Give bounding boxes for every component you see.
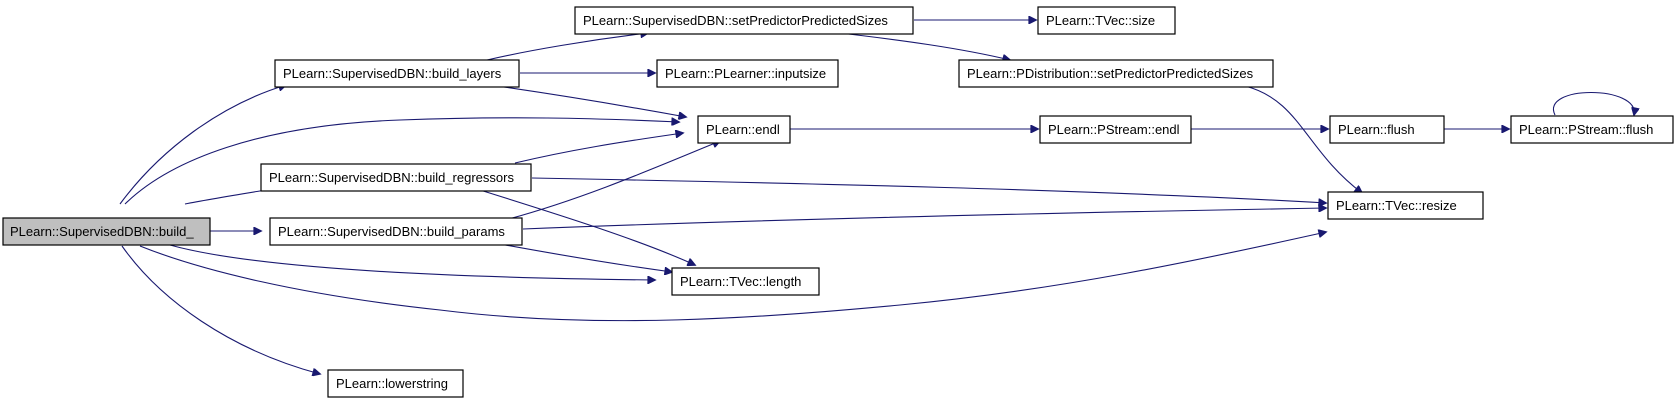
edge-pstream_flush-self-loop bbox=[1552, 92, 1634, 116]
edge-build_layers-to-endl bbox=[489, 84, 686, 117]
edge-build_-to-endl bbox=[124, 117, 679, 205]
edge-build_params-to-resize bbox=[522, 208, 1326, 230]
edge-build_regressors-to-endl bbox=[514, 133, 683, 164]
edge-build_regressors-to-resize bbox=[531, 177, 1326, 203]
node-build_layers[interactable]: PLearn::SupervisedDBN::build_layers bbox=[274, 59, 520, 88]
node-label: PLearn::SupervisedDBN::build_layers bbox=[283, 66, 502, 81]
node-label: PLearn::lowerstring bbox=[336, 376, 448, 391]
edge-build_layers-to-setPPS_dbn bbox=[486, 33, 648, 61]
node-resize[interactable]: PLearn::TVec::resize bbox=[1327, 191, 1484, 220]
node-pstream_endl[interactable]: PLearn::PStream::endl bbox=[1039, 115, 1192, 144]
node-label: PLearn::PStream::flush bbox=[1519, 122, 1653, 137]
node-tvec_size[interactable]: PLearn::TVec::size bbox=[1037, 6, 1176, 35]
edge-build_params-to-endl bbox=[504, 141, 720, 221]
node-pstream_flush[interactable]: PLearn::PStream::flush bbox=[1510, 115, 1674, 144]
node-length[interactable]: PLearn::TVec::length bbox=[671, 267, 820, 296]
edges-layer bbox=[119, 20, 1634, 374]
node-build_regressors[interactable]: PLearn::SupervisedDBN::build_regressors bbox=[260, 163, 532, 192]
node-lowerstring[interactable]: PLearn::lowerstring bbox=[327, 369, 464, 398]
node-setPPS_dbn[interactable]: PLearn::SupervisedDBN::setPredictorPredi… bbox=[574, 6, 914, 35]
edge-setPPS_dbn-to-setPPS_pdist bbox=[839, 32, 1010, 60]
node-label: PLearn::TVec::size bbox=[1046, 13, 1155, 28]
node-build_params[interactable]: PLearn::SupervisedDBN::build_params bbox=[269, 217, 523, 246]
edge-build_regressors-to-length bbox=[479, 189, 695, 265]
node-label: PLearn::SupervisedDBN::build_regressors bbox=[269, 170, 514, 185]
node-label: PLearn::PStream::endl bbox=[1048, 122, 1180, 137]
edge-build_-to-resize bbox=[139, 232, 1326, 322]
node-label: PLearn::SupervisedDBN::setPredictorPredi… bbox=[583, 13, 888, 28]
node-endl[interactable]: PLearn::endl bbox=[697, 115, 791, 144]
node-label: PLearn::PDistribution::setPredictorPredi… bbox=[967, 66, 1254, 81]
node-label: PLearn::TVec::length bbox=[680, 274, 801, 289]
node-build_[interactable]: PLearn::SupervisedDBN::build_ bbox=[2, 217, 211, 246]
node-label: PLearn::endl bbox=[706, 122, 780, 137]
edge-build_-to-lowerstring bbox=[121, 245, 320, 374]
edge-build_params-to-length bbox=[499, 243, 672, 272]
node-flush[interactable]: PLearn::flush bbox=[1329, 115, 1445, 144]
edge-build_-to-length bbox=[169, 244, 655, 280]
node-label: PLearn::flush bbox=[1338, 122, 1415, 137]
node-inputsize[interactable]: PLearn::PLearner::inputsize bbox=[656, 59, 839, 88]
nodes-layer: PLearn::SupervisedDBN::build_ PLearn::Su… bbox=[2, 6, 1674, 398]
node-label: PLearn::PLearner::inputsize bbox=[665, 66, 826, 81]
edge-build_-to-build_layers bbox=[119, 85, 286, 205]
node-label: PLearn::SupervisedDBN::build_ bbox=[10, 224, 194, 239]
node-label: PLearn::SupervisedDBN::build_params bbox=[278, 224, 505, 239]
node-label: PLearn::TVec::resize bbox=[1336, 198, 1457, 213]
node-setPPS_pdist[interactable]: PLearn::PDistribution::setPredictorPredi… bbox=[958, 59, 1274, 88]
